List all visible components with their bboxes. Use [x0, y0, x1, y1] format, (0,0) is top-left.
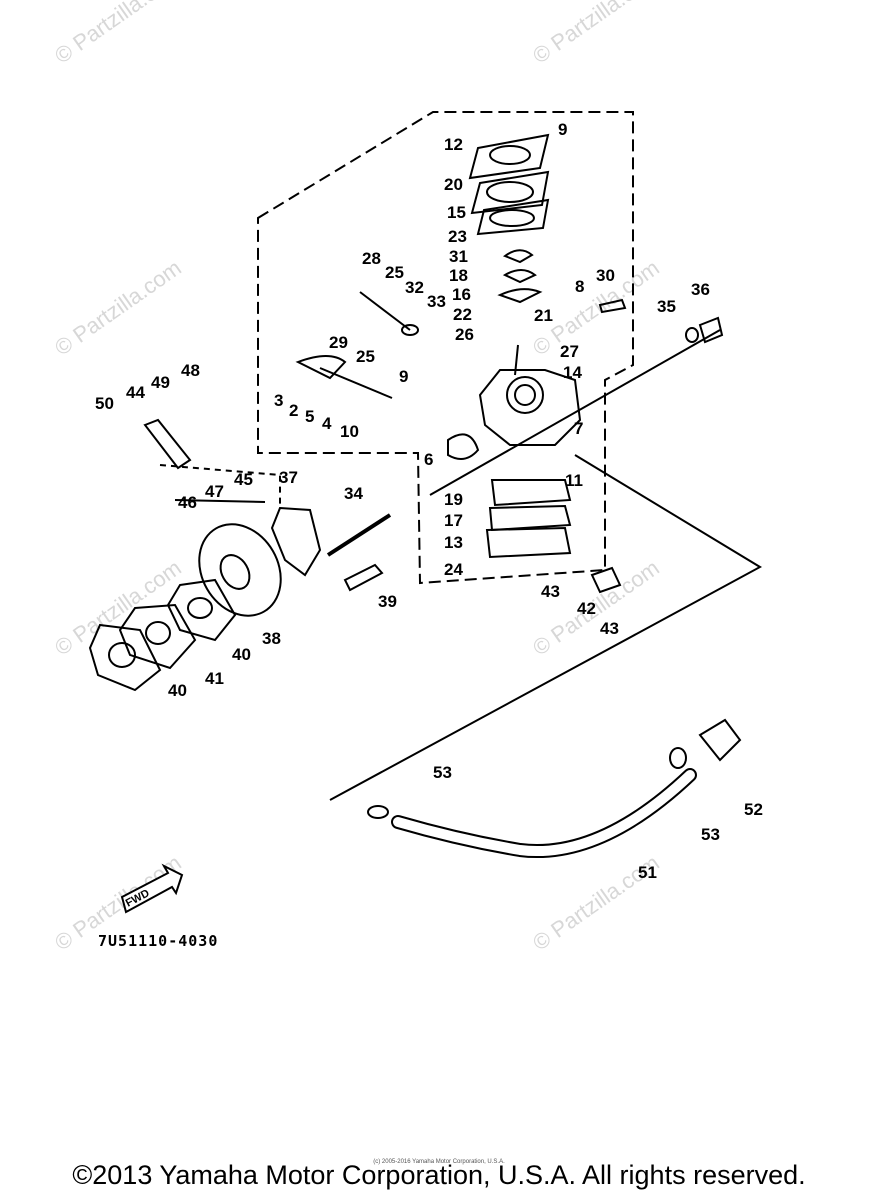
- callout-23: 23: [448, 227, 467, 246]
- throttle-valve: [447, 433, 480, 460]
- callout-31: 31: [449, 247, 468, 266]
- callout-21: 21: [534, 306, 553, 325]
- callout-47: 47: [205, 482, 224, 501]
- callout-30: 30: [596, 266, 615, 285]
- gasket: [470, 170, 550, 215]
- callout-13: 13: [444, 533, 463, 552]
- callout-9a: 9: [558, 120, 567, 139]
- pin-30: [598, 298, 627, 314]
- lower-diaphragm: [490, 479, 572, 507]
- stud-34: [326, 513, 392, 557]
- callout-46: 46: [178, 493, 197, 512]
- joint-42: [590, 566, 622, 594]
- callout-15: 15: [447, 203, 466, 222]
- callout-36: 36: [691, 280, 710, 299]
- assembly-boundary: [257, 111, 634, 585]
- lever: [502, 269, 537, 284]
- nut-36: [698, 316, 724, 344]
- callout-27: 27: [560, 342, 579, 361]
- drawing-code: 7U51110-4030: [98, 932, 219, 950]
- callout-2: 2: [289, 401, 298, 420]
- adapter-38: [198, 523, 282, 617]
- callout-5: 5: [305, 407, 314, 426]
- callout-19: 19: [444, 490, 463, 509]
- callout-44: 44: [126, 383, 145, 402]
- callout-43b: 43: [600, 619, 619, 638]
- fwd-arrow: [120, 863, 184, 914]
- callout-40b: 40: [168, 681, 187, 700]
- callout-6: 6: [424, 450, 433, 469]
- callout-45: 45: [234, 470, 253, 489]
- callout-42: 42: [577, 599, 596, 618]
- callout-22: 22: [453, 305, 472, 324]
- callout-20: 20: [444, 175, 463, 194]
- gasket-37: [270, 506, 322, 577]
- callout-29: 29: [329, 333, 348, 352]
- callout-17: 17: [444, 511, 463, 530]
- callout-26: 26: [455, 325, 474, 344]
- callout-37: 37: [279, 468, 298, 487]
- callout-53a: 53: [433, 763, 452, 782]
- lever: [497, 288, 543, 304]
- callout-38: 38: [262, 629, 281, 648]
- fuel-filter-52: [698, 718, 742, 762]
- callout-33: 33: [427, 292, 446, 311]
- diaphragm-cover: [468, 133, 550, 180]
- callout-48: 48: [181, 361, 200, 380]
- callout-39: 39: [378, 592, 397, 611]
- plate-41: [118, 603, 197, 670]
- choke-assy: [359, 291, 411, 331]
- callout-28: 28: [362, 249, 381, 268]
- callout-4: 4: [322, 414, 332, 433]
- callout-9b: 9: [399, 367, 408, 386]
- callout-40a: 40: [232, 645, 251, 664]
- callout-18: 18: [449, 266, 468, 285]
- callout-41: 41: [205, 669, 224, 688]
- callout-25a: 25: [385, 263, 404, 282]
- callout-32: 32: [405, 278, 424, 297]
- callout-43a: 43: [541, 582, 560, 601]
- callout-14: 14: [563, 363, 582, 382]
- callout-51: 51: [638, 863, 657, 882]
- callout-12: 12: [444, 135, 463, 154]
- callout-34: 34: [344, 484, 363, 503]
- callout-50: 50: [95, 394, 114, 413]
- callout-16: 16: [452, 285, 471, 304]
- throttle-shaft: [319, 367, 393, 399]
- callout-11: 11: [565, 471, 583, 490]
- gasket-40b: [88, 623, 162, 692]
- lever: [502, 249, 534, 264]
- callout-7: 7: [574, 419, 583, 438]
- callout-24: 24: [444, 560, 463, 579]
- nut-35: [685, 327, 699, 343]
- tiny-copyright: (c) 2005-2016 Yamaha Motor Corporation, …: [373, 1159, 505, 1165]
- callout-25b: 25: [356, 347, 375, 366]
- callout-10: 10: [340, 422, 359, 441]
- callout-8: 8: [575, 277, 584, 296]
- callout-49: 49: [151, 373, 170, 392]
- bracket-44: [143, 418, 192, 470]
- callout-3: 3: [274, 391, 283, 410]
- callout-53b: 53: [701, 825, 720, 844]
- diaphragm: [476, 198, 550, 236]
- callout-52: 52: [744, 800, 763, 819]
- callout-35: 35: [657, 297, 676, 316]
- bolt-39: [343, 563, 384, 592]
- copyright-footer: ©2013 Yamaha Motor Corporation, U.S.A. A…: [72, 1160, 806, 1190]
